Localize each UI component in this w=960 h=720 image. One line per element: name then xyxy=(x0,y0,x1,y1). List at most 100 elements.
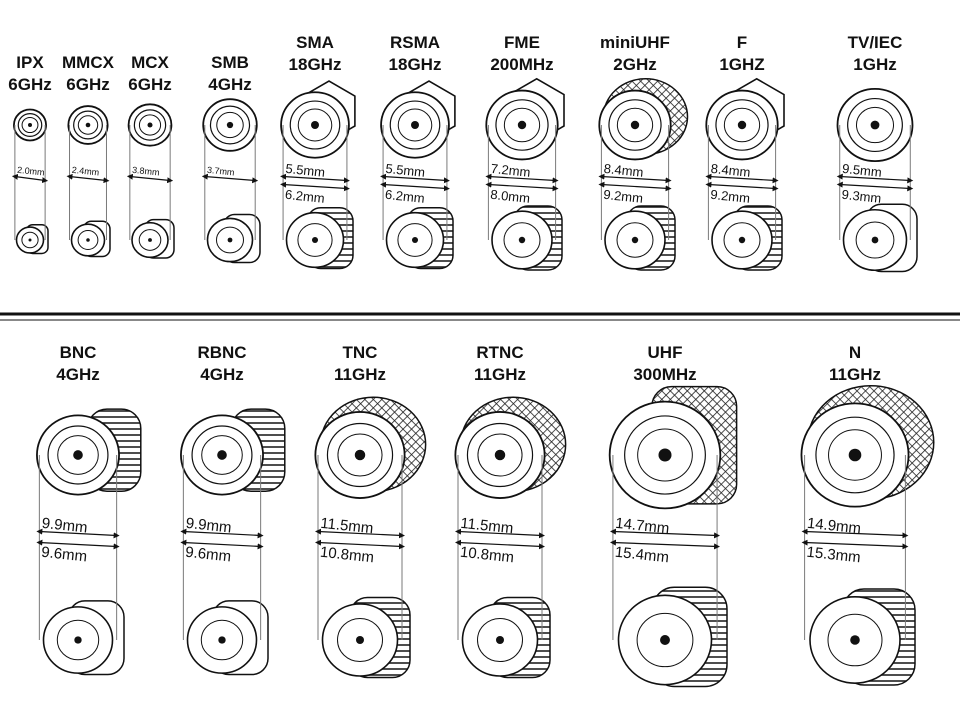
row-1-ipx-face-ring xyxy=(17,113,43,137)
row-2-rbnc-dim-b-arrow xyxy=(180,539,264,550)
row-1-miniuhf-dim-a-arrow xyxy=(598,173,672,184)
row-2-rtnc-face-inner xyxy=(477,433,523,477)
row-2-rbnc-name: RBNC xyxy=(197,343,246,362)
row-1-fme-jack xyxy=(491,205,563,271)
row-1-rsma-face-inner xyxy=(397,108,433,142)
row-2-uhf-face-ring xyxy=(624,415,706,495)
row-1-mcx-face-ring xyxy=(133,109,167,141)
row-1-miniuhf-center-pin xyxy=(630,120,640,130)
row-1-miniuhf-jack-ring xyxy=(616,222,654,258)
row-1-fme-dim-b: 8.0mm xyxy=(490,187,531,206)
row-2-bnc-dim-b: 9.6mm xyxy=(41,544,88,566)
row-1-mcx-jack-pin xyxy=(148,238,152,242)
row-1-mcx-dim-a-arrow xyxy=(126,173,174,184)
row-1-ipx-group: IPX 6GHz 2.0mm xyxy=(8,53,52,255)
row-1-miniuhf-face-ring xyxy=(608,99,662,151)
row-2-rtnc-dim-a-arrow xyxy=(455,528,545,539)
row-2-tnc-face-ring xyxy=(326,422,394,488)
row-1-rsma-jack-pin xyxy=(411,236,419,244)
row-1-mmcx-center-pin xyxy=(85,122,91,128)
row-1-f-frequency: 1GHZ xyxy=(719,55,764,74)
row-1-mcx-plug xyxy=(127,103,173,147)
row-2-n-jack-ring xyxy=(827,613,883,667)
row-2-tnc-jack xyxy=(321,596,411,679)
row-1-miniuhf-dim-b-arrow xyxy=(598,181,672,192)
row-2-bnc-frequency: 4GHz xyxy=(56,365,99,384)
row-2-rtnc-plug xyxy=(454,396,567,499)
row-2-rtnc-frequency: 11GHz xyxy=(474,365,526,384)
row-1-miniuhf-jack xyxy=(604,205,676,271)
row-2-rbnc-jack-pin xyxy=(218,636,226,644)
row-2-bnc-jack xyxy=(42,600,125,676)
row-1-mcx-name: MCX xyxy=(131,53,169,72)
row-1-ipx-name: IPX xyxy=(16,53,44,72)
row-1-ipx-dim-a: 2.0mm xyxy=(17,165,45,178)
row-small-connectors: IPX6GHz2.0mmMMCX6GHz2.4mmMCX6GHz3.8mmSMB… xyxy=(8,33,918,273)
row-1-fme-frequency: 200MHz xyxy=(490,55,553,74)
row-1-sma-name: SMA xyxy=(296,33,334,52)
row-1-tv-iec-dim-b-arrow xyxy=(836,181,914,192)
row-1-miniuhf-jack-pin xyxy=(631,236,639,244)
row-1-fme-face-ring xyxy=(495,99,549,151)
row-1-rsma-dim-a: 5.5mm xyxy=(385,161,426,180)
row-1-smb-jack xyxy=(206,213,261,264)
row-2-rbnc-plug xyxy=(180,408,286,496)
row-2-bnc-center-pin xyxy=(73,450,83,460)
row-2-tnc-plug xyxy=(314,396,427,499)
row-1-ipx-plug xyxy=(13,108,47,142)
row-1-fme-dim-b-arrow xyxy=(485,181,559,192)
row-2-bnc-dim-a-arrow xyxy=(36,528,120,539)
row-1-tv-iec-jack-ring xyxy=(855,221,895,259)
row-1-sma-dim-b: 6.2mm xyxy=(284,187,325,206)
row-1-sma-face-ring xyxy=(289,100,341,150)
row-2-n-dim-b-arrow xyxy=(801,539,909,550)
row-1-ipx-frequency: 6GHz xyxy=(8,75,51,94)
row-1-smb-dim-a-arrow xyxy=(201,173,259,184)
row-1-smb-name: SMB xyxy=(211,53,249,72)
row-2-uhf-jack-ring xyxy=(636,612,694,668)
row-1-mmcx-jack-pin xyxy=(86,238,90,242)
row-1-sma-dim-b-arrow xyxy=(280,181,350,192)
row-1-sma-face-inner xyxy=(297,108,333,142)
row-2-uhf-dim-a: 14.7mm xyxy=(614,515,670,538)
row-2-rtnc-jack-pin xyxy=(496,636,504,644)
row-2-uhf-jack xyxy=(617,586,728,688)
row-1-mmcx-jack-ring xyxy=(77,230,99,250)
row-2-n-dim-b: 15.3mm xyxy=(806,544,862,567)
row-2-rbnc-frequency: 4GHz xyxy=(200,365,243,384)
row-2-n-face-ring xyxy=(815,416,895,494)
row-1-tv-iec-jack xyxy=(842,203,918,273)
row-2-tnc-name: TNC xyxy=(343,343,378,362)
row-1-tv-iec-dim-a: 9.5mm xyxy=(841,161,882,180)
row-2-rtnc-dim-a: 11.5mm xyxy=(460,515,515,537)
row-2-tnc-dim-a: 11.5mm xyxy=(320,515,375,537)
row-1-mmcx-plug xyxy=(67,105,109,145)
row-1-smb-jack-ring xyxy=(216,226,244,254)
row-1-fme-jack-ring xyxy=(503,222,541,258)
row-1-rsma-center-pin xyxy=(411,121,419,129)
row-1-mmcx-face-inner xyxy=(77,115,99,135)
row-1-fme-center-pin xyxy=(517,120,527,130)
row-1-ipx-jack-ring xyxy=(21,231,39,249)
row-1-mcx-center-pin xyxy=(147,122,153,128)
row-1-f-jack xyxy=(711,205,783,271)
row-1-sma-jack-ring xyxy=(297,223,333,257)
row-1-smb-center-pin xyxy=(226,121,234,129)
row-1-f-jack-ring xyxy=(723,222,761,258)
row-2-n-frequency: 11GHz xyxy=(829,365,881,384)
row-1-mmcx-dim-a-arrow xyxy=(66,173,110,184)
row-1-f-jack-pin xyxy=(738,236,746,244)
row-2-uhf-jack-pin xyxy=(660,635,670,645)
row-1-rsma-dim-b: 6.2mm xyxy=(384,187,425,206)
row-1-sma-plug xyxy=(280,80,356,159)
row-1-mmcx-dim-a: 2.4mm xyxy=(71,165,99,178)
row-1-mmcx-jack xyxy=(70,220,111,258)
